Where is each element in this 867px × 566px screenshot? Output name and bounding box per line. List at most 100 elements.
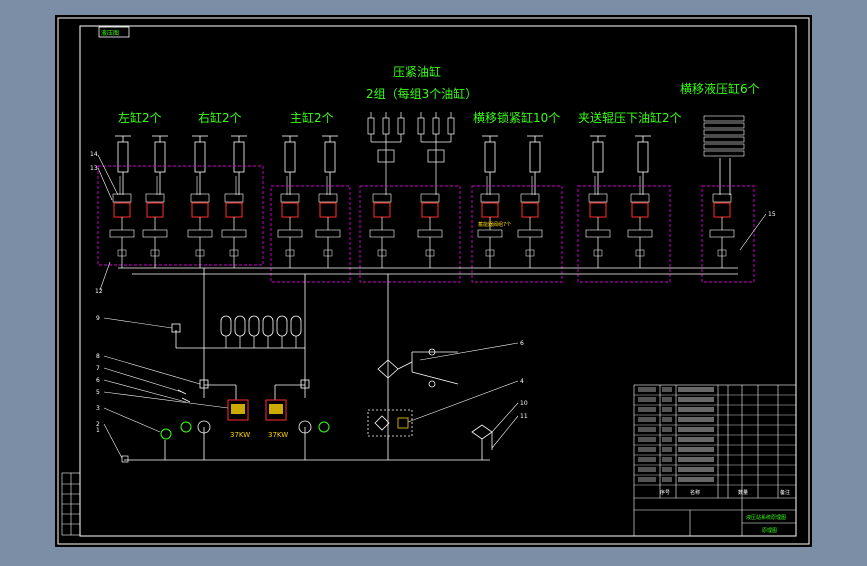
cylinder-8 [527,135,543,195]
valve-station-10 [517,193,543,268]
traverse-cyl-5 [703,143,745,150]
throttle-valve [117,249,127,257]
callout-15: 15 [768,211,776,218]
check-valve-block [318,193,338,203]
tb-row-name-9 [678,467,714,472]
tb-row-code-3 [662,407,672,412]
traverse-cyl-2 [703,122,745,129]
tb-row-name-10 [678,477,714,482]
throttle-valve [635,249,645,257]
group-title-traverse-lock: 横移锁紧缸10个 [473,110,560,125]
tb-header-name: 名称 [690,489,700,496]
cylinder-4 [231,135,247,195]
check-valve-block [630,193,650,203]
tb-row-code-9 [662,467,672,472]
tb-header-no: 序号 [660,489,670,496]
callout-7: 7 [96,365,100,372]
throttle-valve [525,249,535,257]
throttle-valve [377,249,387,257]
tb-row-id-2 [638,397,656,402]
tb-row-name-3 [678,407,714,412]
check-valve-block [280,193,300,203]
pump-b-valve-icon [265,399,287,421]
callout-leader-11 [103,423,123,459]
callout-10: 10 [520,400,528,407]
check-valve-block [420,193,440,203]
tb-drawing-name: 原理图 [762,528,777,534]
group-title-main-cyl: 主缸2个 [290,110,334,125]
tb-row-name-1 [678,387,714,392]
valve-station-3 [187,193,213,268]
throttle-valve [323,249,333,257]
pump-a: 37KW [180,399,250,439]
valve-station-13 [709,193,735,268]
check-valve-block [190,193,210,203]
throttle-valve [150,249,160,257]
cooler-box [367,409,413,437]
inner-frame [79,25,797,537]
group-title-feed-roll: 夹送辊压下油缸2个 [578,110,682,125]
check-valve-block [372,193,392,203]
group-title-traverse-motor: 横移液压缸6个 [680,81,760,96]
press-cylinder-banks [367,112,455,195]
valve-station-2 [142,193,168,268]
tb-row-code-7 [662,447,672,452]
tb-row-id-8 [638,457,656,462]
throttle-valve [425,249,435,257]
traverse-cyl-1 [703,115,745,122]
check-valve-block [480,193,500,203]
tb-row-id-4 [638,417,656,422]
pump-a-valve-icon [227,399,249,421]
valve-group-box-4 [471,185,563,283]
flow-valve-b-icon [428,380,436,388]
callout-leader-9 [103,391,229,409]
outer-frame [57,17,810,545]
group-title-right-cyl: 右缸2个 [198,110,242,125]
callout-leader-5 [103,317,173,329]
check-valve-block [520,193,540,203]
valve-group-box-3 [359,185,461,283]
callout-leaders [97,154,767,459]
callout-3: 3 [96,405,100,412]
traverse-cylinder-stack [703,115,745,195]
callout-leader-1 [97,154,119,196]
throttle-valve [717,249,727,257]
callout-leader-6 [103,355,201,385]
cylinder-1 [115,135,131,195]
tb-row-code-8 [662,457,672,462]
tb-row-id-10 [638,477,656,482]
cylinder-10 [635,135,651,195]
tb-row-code-2 [662,397,672,402]
level-gauge-icon [160,428,172,440]
valve-group-box-5 [577,185,671,283]
tb-row-code-6 [662,437,672,442]
valve-group-box-1 [97,165,264,266]
valve-station-9 [477,193,503,268]
valve-station-7 [369,193,395,268]
tb-row-id-3 [638,407,656,412]
title-block [633,384,797,537]
callout-leader-3 [99,261,111,291]
check-valve-block [712,193,732,203]
valve-group-box-6 [701,185,755,283]
press-bank-manifold [377,149,395,163]
tb-row-name-7 [678,447,714,452]
callout-leader-14 [491,402,519,433]
accumulator-bank [220,315,302,348]
throttle-valve [485,249,495,257]
tb-row-id-9 [638,467,656,472]
valve-station-8 [417,193,443,268]
group-subtitle-press: 2组（每组3个油缸） [366,86,477,101]
motor-a-icon [180,421,192,433]
filter-icon [377,359,399,379]
tb-row-id-1 [638,387,656,392]
corner-tag-box [98,26,130,38]
tb-row-name-4 [678,417,714,422]
throttle-valve [285,249,295,257]
throttle-valve [229,249,239,257]
group-title-left-cyl: 左缸2个 [118,110,162,125]
pump-a-circle-icon [197,420,211,434]
check-valve-block [145,193,165,203]
tb-row-code-4 [662,417,672,422]
cylinder-6 [322,135,338,195]
